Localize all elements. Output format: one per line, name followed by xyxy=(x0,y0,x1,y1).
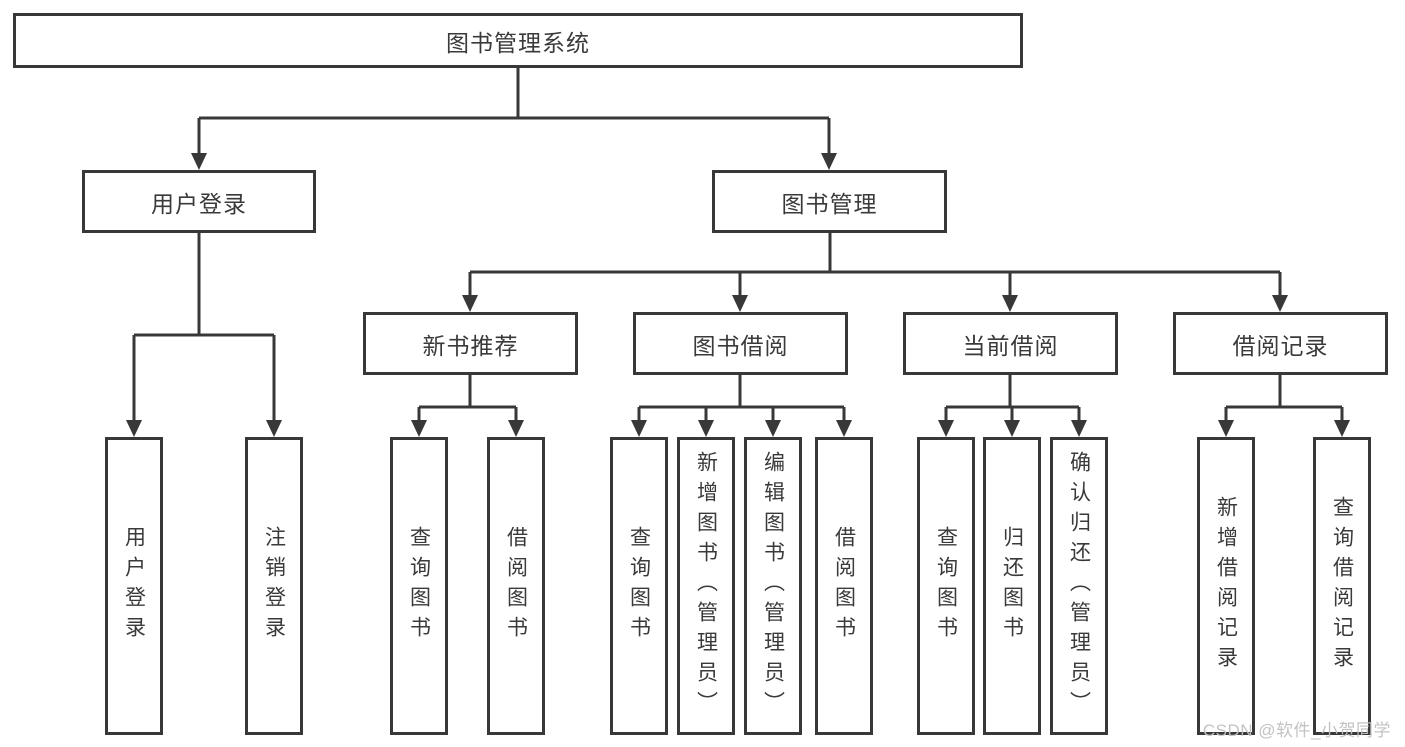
node-borrowing-records: 借阅记录 xyxy=(1173,312,1388,375)
node-user-login: 用户登录 xyxy=(105,437,163,735)
node-label: 注销登录 xyxy=(262,526,286,646)
node-label: 用户登录 xyxy=(151,190,247,217)
node-return-books: 归还图书 xyxy=(983,437,1041,735)
node-label: 图书管理 xyxy=(781,190,878,217)
node-label: 确认归还（管理员） xyxy=(1067,451,1091,721)
node-borrow-books-borrowing: 借阅图书 xyxy=(815,437,873,735)
node-add-borrow-record: 新增借阅记录 xyxy=(1197,437,1255,735)
node-label: 查询图书 xyxy=(407,526,431,646)
node-borrow-books-recommend: 借阅图书 xyxy=(487,437,545,735)
connector-path xyxy=(132,68,1344,421)
node-add-books-admin: 新增图书（管理员） xyxy=(677,437,735,735)
node-label: 新增图书（管理员） xyxy=(694,451,718,721)
csdn-watermark: CSDN @软件_小贺同学 xyxy=(1202,721,1391,740)
node-book-borrowing: 图书借阅 xyxy=(633,312,848,375)
node-label: 借阅记录 xyxy=(1232,332,1329,359)
node-label: 当前借阅 xyxy=(962,332,1059,359)
node-current-borrowing: 当前借阅 xyxy=(903,312,1118,375)
node-new-book-recommend: 新书推荐 xyxy=(363,312,578,375)
node-label: 编辑图书（管理员） xyxy=(761,451,785,721)
node-library-system: 图书管理系统 xyxy=(13,13,1023,68)
node-user-login-module: 用户登录 xyxy=(82,170,316,233)
node-label: 新书推荐 xyxy=(422,332,519,359)
node-query-books-borrowing: 查询图书 xyxy=(610,437,668,735)
node-confirm-return-admin: 确认归还（管理员） xyxy=(1050,437,1108,735)
node-label: 图书管理系统 xyxy=(446,29,590,56)
node-label: 借阅图书 xyxy=(504,526,528,646)
node-label: 查询图书 xyxy=(627,526,651,646)
arrowheads xyxy=(126,153,1350,437)
node-label: 借阅图书 xyxy=(832,526,856,646)
node-label: 用户登录 xyxy=(122,526,146,646)
node-label: 查询借阅记录 xyxy=(1330,496,1354,676)
node-label: 查询图书 xyxy=(934,526,958,646)
node-query-books-current: 查询图书 xyxy=(917,437,975,735)
node-logout: 注销登录 xyxy=(245,437,303,735)
node-label: 新增借阅记录 xyxy=(1214,496,1238,676)
node-label: 图书借阅 xyxy=(692,332,789,359)
node-edit-books-admin: 编辑图书（管理员） xyxy=(744,437,802,735)
node-label: 归还图书 xyxy=(1000,526,1024,646)
node-query-borrow-record: 查询借阅记录 xyxy=(1313,437,1371,735)
node-query-books-recommend: 查询图书 xyxy=(390,437,448,735)
node-book-management: 图书管理 xyxy=(712,170,947,233)
